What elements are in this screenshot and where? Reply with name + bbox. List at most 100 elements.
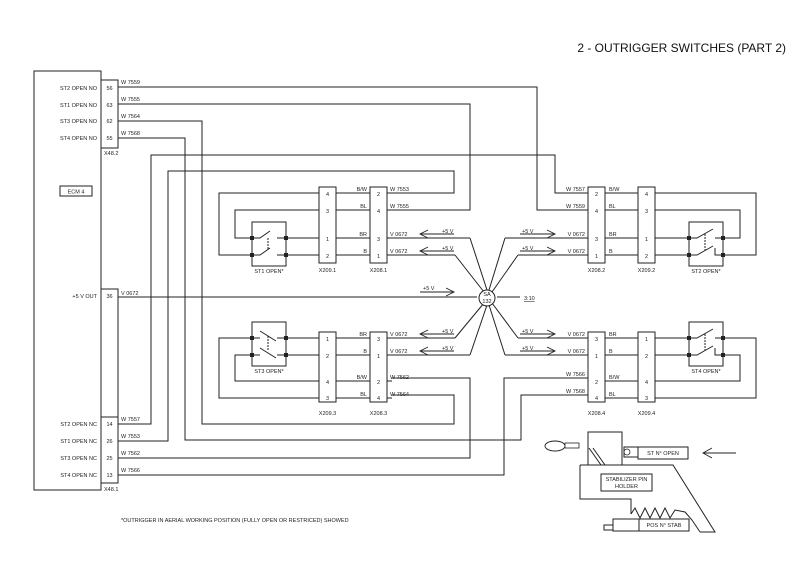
pin-label: ST3 OPEN NC (60, 456, 97, 462)
connector-label: X208.1 (370, 268, 387, 274)
supply-label: +5 V (522, 346, 534, 352)
pin-number: 1 (645, 237, 648, 243)
wire-color: BL (360, 204, 367, 210)
pin-number: 62 (106, 119, 112, 125)
splice-label: SA (483, 292, 491, 298)
connector-x208-1 (369, 186, 388, 264)
pin-number: 4 (645, 192, 648, 198)
pin-number: 3 (595, 337, 598, 343)
wire-color: B/W (357, 187, 368, 193)
wire-color: B (609, 349, 613, 355)
pin-number: 36 (106, 294, 112, 300)
holder-label: STABILIZER PIN (606, 477, 648, 483)
supply-label: +5 V (442, 329, 454, 335)
supply-label: +5 V (522, 229, 534, 235)
splice-leg (469, 237, 488, 291)
connector-label: X209.2 (638, 268, 655, 274)
wire-label: V 0672 (390, 232, 407, 238)
wire-label: W 7566 (566, 372, 585, 378)
wire-label: W 7559 (121, 80, 140, 86)
pin-label: ST4 OPEN NC (60, 473, 97, 479)
wire-label: W 7568 (566, 389, 585, 395)
wire-w7553 (118, 170, 455, 442)
switch-group-st4: 3 1 2 4 X208.4 V 0672 V 0672 W 7566 W 75… (566, 321, 757, 417)
wire-w7557 (118, 154, 590, 425)
arrow-right-icon (520, 329, 557, 339)
switch-contact-icon (689, 228, 723, 256)
switch-housing (251, 321, 287, 367)
pin-number: 4 (595, 396, 598, 402)
page-reference-link[interactable]: 3:10 (524, 296, 535, 302)
pin-number: 3 (645, 209, 648, 215)
switch-housing (251, 221, 287, 267)
harness-wire (655, 337, 757, 399)
wire-color: B/W (609, 187, 620, 193)
wire-color: BL (360, 392, 367, 398)
wire-label: V 0672 (390, 249, 407, 255)
arrow-left-icon (418, 346, 454, 356)
pin-number: 4 (595, 209, 598, 215)
pin-number: 1 (595, 254, 598, 260)
connector-x208-3 (369, 331, 388, 403)
wire-color: BR (359, 332, 367, 338)
wire-color: B (363, 249, 367, 255)
pin-number: 3 (377, 337, 380, 343)
arrow-left-icon (418, 246, 454, 256)
pin-number: 3 (326, 396, 329, 402)
pin-number: 2 (326, 354, 329, 360)
connector-x208-2 (587, 186, 606, 264)
spring-icon (630, 506, 701, 533)
wire-label: W 7553 (390, 187, 409, 193)
pin-number: 4 (645, 380, 648, 386)
wire-label: W 7555 (390, 204, 409, 210)
stab-pin-body (612, 518, 640, 532)
switch-group-st1: ST1 OPEN* 4 3 1 2 X209.1 B/W BL BR B 2 4… (218, 186, 409, 275)
splice-leg (488, 237, 506, 291)
supply-label: +5 V (423, 286, 435, 292)
splice-leg (488, 304, 506, 356)
wire-label: W 7566 (121, 468, 140, 474)
pin-number: 56 (106, 86, 112, 92)
switch-contact-icon (252, 230, 286, 256)
switch-label: ST4 OPEN* (691, 369, 721, 375)
supply-label: +5 V (442, 246, 454, 252)
switch-group-st3: ST3 OPEN* 1 2 4 3 X209.3 BR B B/W BL 3 1… (218, 321, 409, 417)
splice-node (478, 289, 496, 307)
pin-number: 4 (326, 380, 329, 386)
pin-label: +5 V OUT (72, 294, 97, 300)
pin-label: ST3 OPEN NO (60, 119, 98, 125)
wire-label: V 0672 (568, 249, 585, 255)
supply-label: +5 V (442, 346, 454, 352)
switch-housing (688, 221, 724, 267)
pin-number: 2 (595, 192, 598, 198)
pin-number: 2 (595, 380, 598, 386)
wire-label: W 7562 (121, 451, 140, 457)
pin-number: 1 (595, 354, 598, 360)
wire-color: B/W (609, 375, 620, 381)
harness-wire (234, 354, 319, 382)
harness-wire (655, 209, 741, 239)
wire-label: V 0672 (568, 332, 585, 338)
splice-leg (469, 304, 488, 356)
wire-color: B/W (357, 375, 368, 381)
pin-number: 1 (326, 337, 329, 343)
pin-number: 1 (645, 337, 648, 343)
switch-group-st2: 2 4 3 1 X208.2 W 7557 W 7559 V 0672 V 06… (566, 186, 757, 275)
ecm-power-pin: +5 V OUT 36 V 0672 (72, 291, 138, 300)
wire-label: W 7564 (390, 392, 409, 398)
pin-number: 2 (377, 380, 380, 386)
pin-number: 3 (645, 396, 648, 402)
connector-label: X208.2 (588, 268, 605, 274)
harness-wire (234, 209, 319, 239)
pin-shaft (564, 442, 580, 449)
wire-label: V 0672 (390, 332, 407, 338)
switch-contact-icon (252, 330, 286, 359)
stab-position-box (638, 518, 690, 532)
sensor-label: ST N° OPEN (647, 451, 679, 457)
holder-label-box (600, 473, 653, 492)
switch-contact-icon (689, 328, 723, 356)
arrow-left-icon (418, 329, 454, 339)
pin-number: 2 (645, 354, 648, 360)
connector-x48-1 (100, 416, 119, 484)
ecm-module: ECM 4 X48.2 X48.1 (33, 70, 119, 493)
